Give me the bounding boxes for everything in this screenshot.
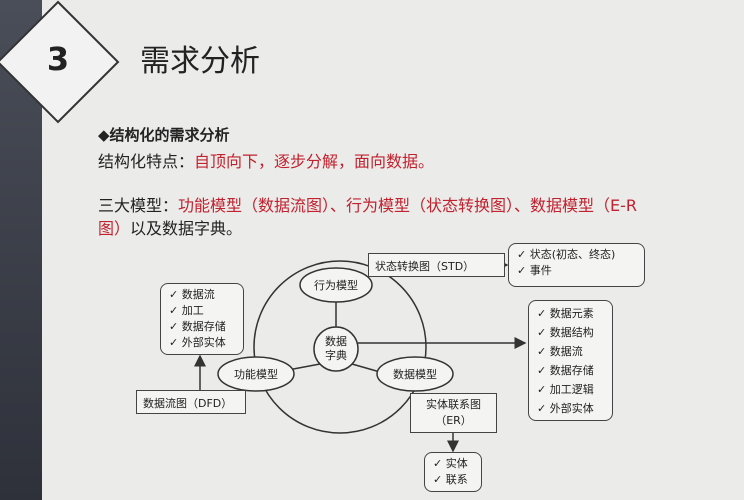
function-model-label: 功能模型: [234, 368, 278, 381]
list-item: ✓ 实体: [433, 457, 468, 470]
list-item: ✓ 数据存储: [537, 364, 594, 377]
std-box: 状态转换图（STD）: [368, 253, 505, 277]
three-models-line: 三大模型：功能模型（数据流图）、行为模型（状态转换图）、数据模型（E-R: [98, 192, 637, 216]
er-box: 实体联系图 （ER）: [410, 393, 497, 433]
list-item: ✓ 加工: [169, 304, 204, 317]
model-ring: [253, 260, 427, 434]
line: （ER）: [435, 414, 472, 427]
dfd-box: 数据流图（DFD）: [136, 390, 246, 414]
line: 字典: [325, 349, 347, 362]
behavior-model-label: 行为模型: [314, 279, 358, 292]
section-number: 3: [46, 40, 70, 78]
list-item: ✓ 联系: [433, 473, 468, 486]
structured-features-line: 结构化特点：自顶向下，逐步分解，面向数据。: [98, 148, 434, 172]
list-item: ✓ 数据结构: [537, 326, 594, 339]
list-item: ✓ 数据存储: [169, 320, 226, 333]
dictionary-items-box: ✓ 数据元素 ✓ 数据结构 ✓ 数据流 ✓ 数据存储 ✓ 加工逻辑 ✓ 外部实体: [528, 300, 613, 421]
list-item: ✓ 事件: [517, 264, 552, 277]
list-item: ✓ 状态(初态、终态): [517, 248, 616, 261]
line: 数据: [325, 335, 347, 348]
section-diamond: [0, 0, 120, 124]
list-item: ✓ 数据元素: [537, 307, 594, 320]
highlight: 自顶向下，逐步分解，面向数据。: [194, 152, 435, 171]
dfd-items-box: ✓ 数据流 ✓ 加工 ✓ 数据存储 ✓ 外部实体: [160, 283, 244, 355]
std-items-box: ✓ 状态(初态、终态) ✓ 事件: [508, 243, 645, 287]
er-items-box: ✓ 实体 ✓ 联系: [424, 452, 482, 492]
label: 以及数据字典。: [130, 219, 243, 238]
section-heading: ◆结构化的需求分析: [98, 126, 230, 144]
list-item: ✓ 外部实体: [169, 336, 226, 349]
data-model-ellipse: [376, 356, 454, 392]
function-model-ellipse: [217, 356, 295, 392]
highlight: 图）: [98, 219, 131, 238]
list-item: ✓ 加工逻辑: [537, 383, 594, 396]
highlight: 功能模型（数据流图）、行为模型（状态转换图）、数据模型（E-R: [178, 196, 638, 215]
data-dictionary-label: 数据字典: [325, 335, 347, 363]
data-model-label: 数据模型: [393, 368, 437, 381]
behavior-model-ellipse: [299, 267, 373, 303]
list-item: ✓ 数据流: [169, 288, 215, 301]
list-item: ✓ 外部实体: [537, 402, 594, 415]
list-item: ✓ 数据流: [537, 345, 583, 358]
label: 三大模型：: [98, 196, 179, 215]
three-models-line-cont: 图）以及数据字典。: [98, 215, 242, 239]
label: 结构化特点：: [98, 152, 195, 171]
data-dictionary-circle: [313, 326, 359, 372]
page-title: 需求分析: [140, 44, 260, 79]
line: 实体联系图: [426, 398, 481, 411]
